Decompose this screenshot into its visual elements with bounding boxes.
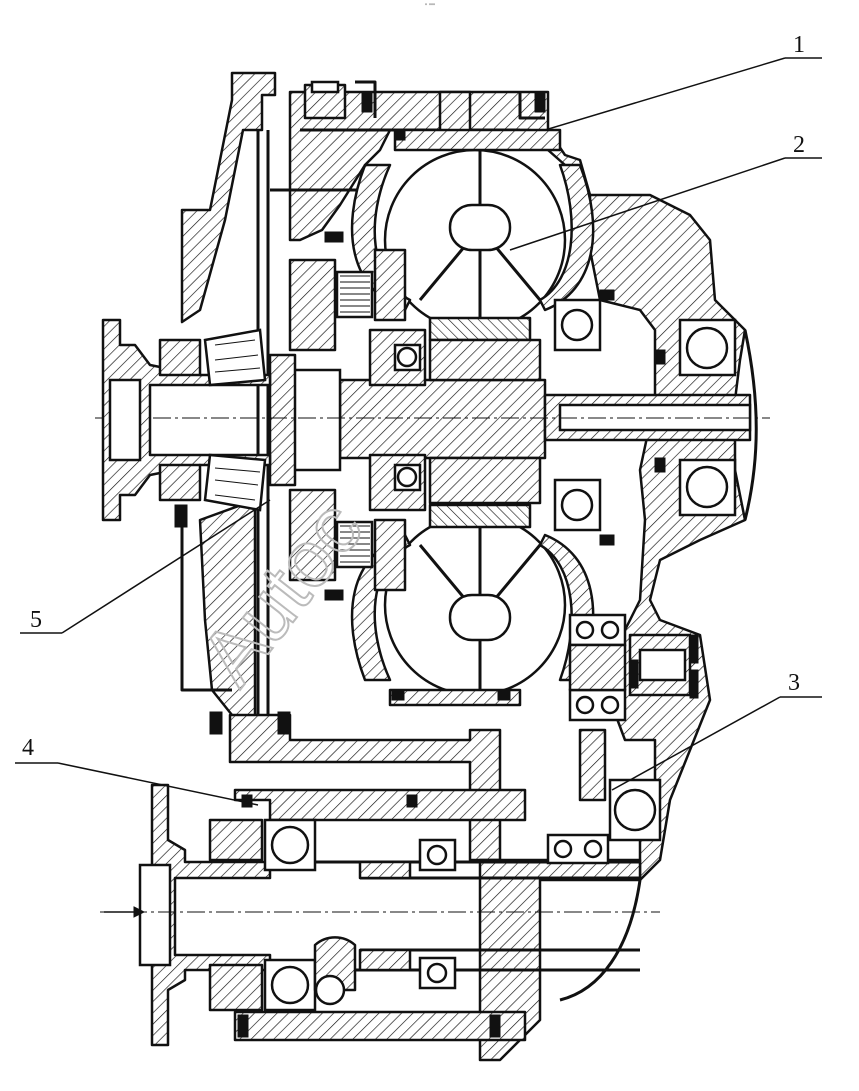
fastener-bolts [104,91,699,1038]
callout-2-label: 2 [793,132,805,158]
callout-5: 5 [20,499,271,634]
callout-3: 3 [611,670,822,791]
top-mark: ″ ″″″ [425,4,436,10]
callout-1-label: 1 [793,32,805,58]
input-shaft [95,353,770,487]
output-flange [100,783,660,1047]
ball-bearings [393,298,737,532]
callout-1: 1 [544,32,822,131]
clutch-pack-upper [288,248,407,352]
callout-2: 2 [509,132,822,251]
output-housing [233,778,662,1042]
callout-4-label: 4 [22,735,34,761]
callout-3-label: 3 [788,670,800,696]
callout-5-label: 5 [30,607,42,633]
input-flange [101,318,272,522]
callout-4: 4 [15,735,259,806]
clutch-pack-lower [288,488,407,592]
intermediate-gear-assembly [568,613,692,802]
